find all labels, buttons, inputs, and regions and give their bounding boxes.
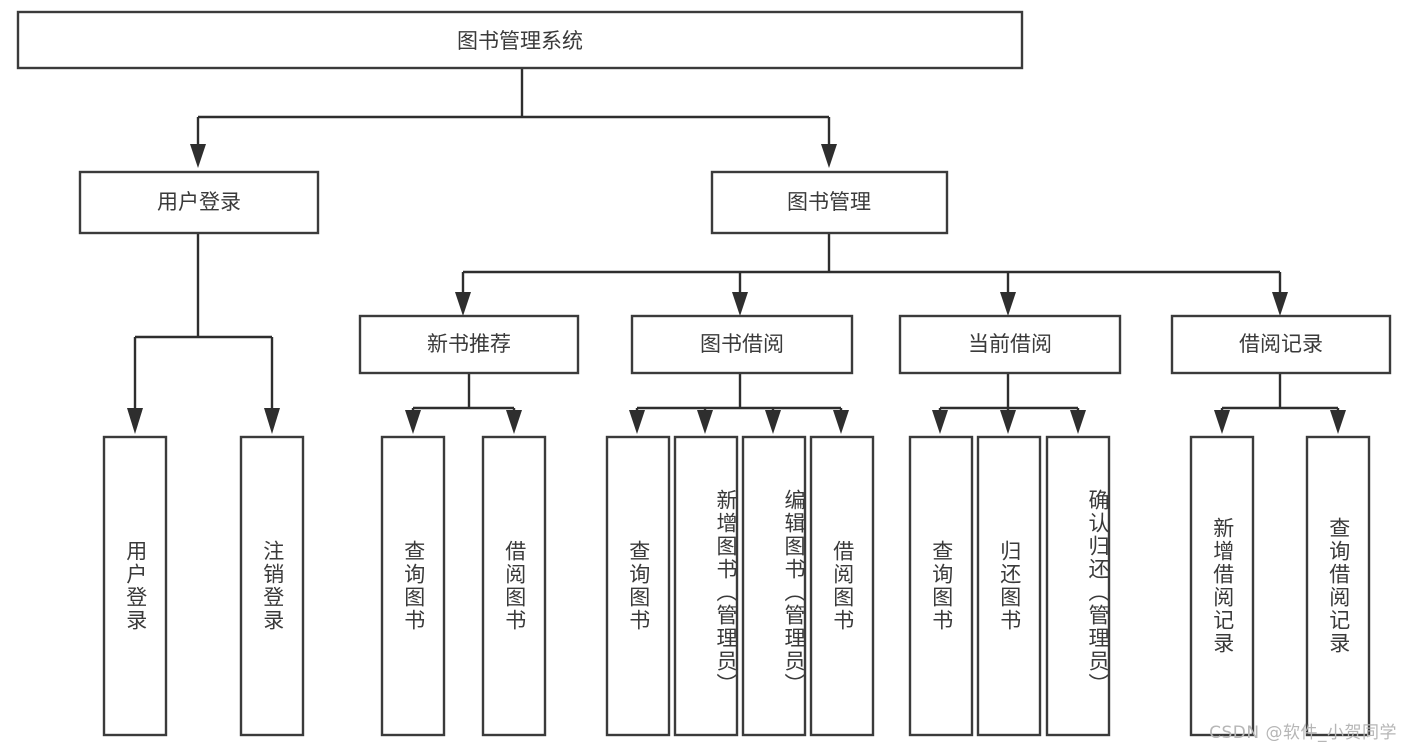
node-box-leaf-query-book-1[interactable]: [380, 435, 446, 737]
node-label-user-login: 用户登录: [157, 190, 241, 214]
node-borrow-record[interactable]: 借阅记录: [1170, 314, 1392, 375]
connector-group-root: [190, 69, 837, 168]
node-box-leaf-confirm-return[interactable]: [1045, 435, 1111, 737]
arrow-head-book-manage: [821, 144, 837, 168]
arrow-head-leaf-query-book-1: [405, 410, 421, 434]
arrow-head-leaf-query-record: [1330, 410, 1346, 434]
arrow-head-leaf-query-book-3: [932, 410, 948, 434]
node-box-root[interactable]: [16, 10, 1024, 70]
node-box-new-book-recommend[interactable]: [358, 314, 580, 375]
arrow-head-leaf-borrow-book-1: [506, 410, 522, 434]
node-label-new-book-recommend: 新书推荐: [427, 332, 511, 356]
arrow-head-user-login: [190, 144, 206, 168]
arrow-head-leaf-edit-book: [765, 410, 781, 434]
node-label-book-borrow: 图书借阅: [700, 332, 784, 356]
arrow-head-book-borrow: [732, 292, 748, 316]
leaf-boxes-group: [102, 435, 1371, 737]
node-box-book-manage[interactable]: [710, 170, 949, 235]
node-label-book-manage: 图书管理: [787, 190, 871, 214]
connector-group-current-borrow: [932, 373, 1086, 434]
node-box-leaf-borrow-book-2[interactable]: [809, 435, 875, 737]
arrow-head-leaf-add-book: [697, 410, 713, 434]
node-box-leaf-query-record[interactable]: [1305, 435, 1371, 737]
node-book-borrow[interactable]: 图书借阅: [630, 314, 854, 375]
node-box-leaf-query-book-3[interactable]: [908, 435, 974, 737]
arrow-head-new-book-recommend: [455, 292, 471, 316]
node-label-borrow-record: 借阅记录: [1239, 332, 1323, 356]
node-user-login[interactable]: 用户登录: [78, 170, 320, 235]
connector-group-book-manage: [455, 233, 1288, 316]
connector-group-new-book-recommend: [405, 373, 522, 434]
node-box-leaf-add-book[interactable]: [673, 435, 739, 737]
connector-group-borrow-record: [1214, 373, 1346, 434]
node-box-leaf-query-book-2[interactable]: [605, 435, 671, 737]
csdn-watermark: CSDN @软件_小贺同学: [1209, 723, 1397, 743]
node-new-book-recommend[interactable]: 新书推荐: [358, 314, 580, 375]
arrow-head-leaf-borrow-book-2: [833, 410, 849, 434]
node-label-root: 图书管理系统: [457, 29, 583, 53]
arrow-head-leaf-add-record: [1214, 410, 1230, 434]
node-box-leaf-edit-book[interactable]: [741, 435, 807, 737]
node-box-current-borrow[interactable]: [898, 314, 1122, 375]
connector-group-user-login: [127, 233, 280, 434]
arrow-head-leaf-user-login: [127, 408, 143, 434]
arrow-head-current-borrow: [1000, 292, 1016, 316]
arrow-head-borrow-record: [1272, 292, 1288, 316]
node-box-leaf-logout[interactable]: [239, 435, 305, 737]
arrow-head-leaf-query-book-2: [629, 410, 645, 434]
node-box-leaf-add-record[interactable]: [1189, 435, 1255, 737]
node-box-book-borrow[interactable]: [630, 314, 854, 375]
node-root[interactable]: 图书管理系统: [16, 10, 1024, 70]
node-label-current-borrow: 当前借阅: [968, 332, 1052, 356]
node-box-user-login[interactable]: [78, 170, 320, 235]
arrow-head-leaf-logout: [264, 408, 280, 434]
node-box-leaf-borrow-book-1[interactable]: [481, 435, 547, 737]
arrow-head-leaf-confirm-return: [1070, 410, 1086, 434]
node-box-leaf-user-login[interactable]: [102, 435, 168, 737]
node-book-manage[interactable]: 图书管理: [710, 170, 949, 235]
node-box-leaf-return-book[interactable]: [976, 435, 1042, 737]
node-current-borrow[interactable]: 当前借阅: [898, 314, 1122, 375]
connector-group-book-borrow: [629, 373, 849, 434]
arrow-head-leaf-return-book: [1000, 410, 1016, 434]
node-box-borrow-record[interactable]: [1170, 314, 1392, 375]
